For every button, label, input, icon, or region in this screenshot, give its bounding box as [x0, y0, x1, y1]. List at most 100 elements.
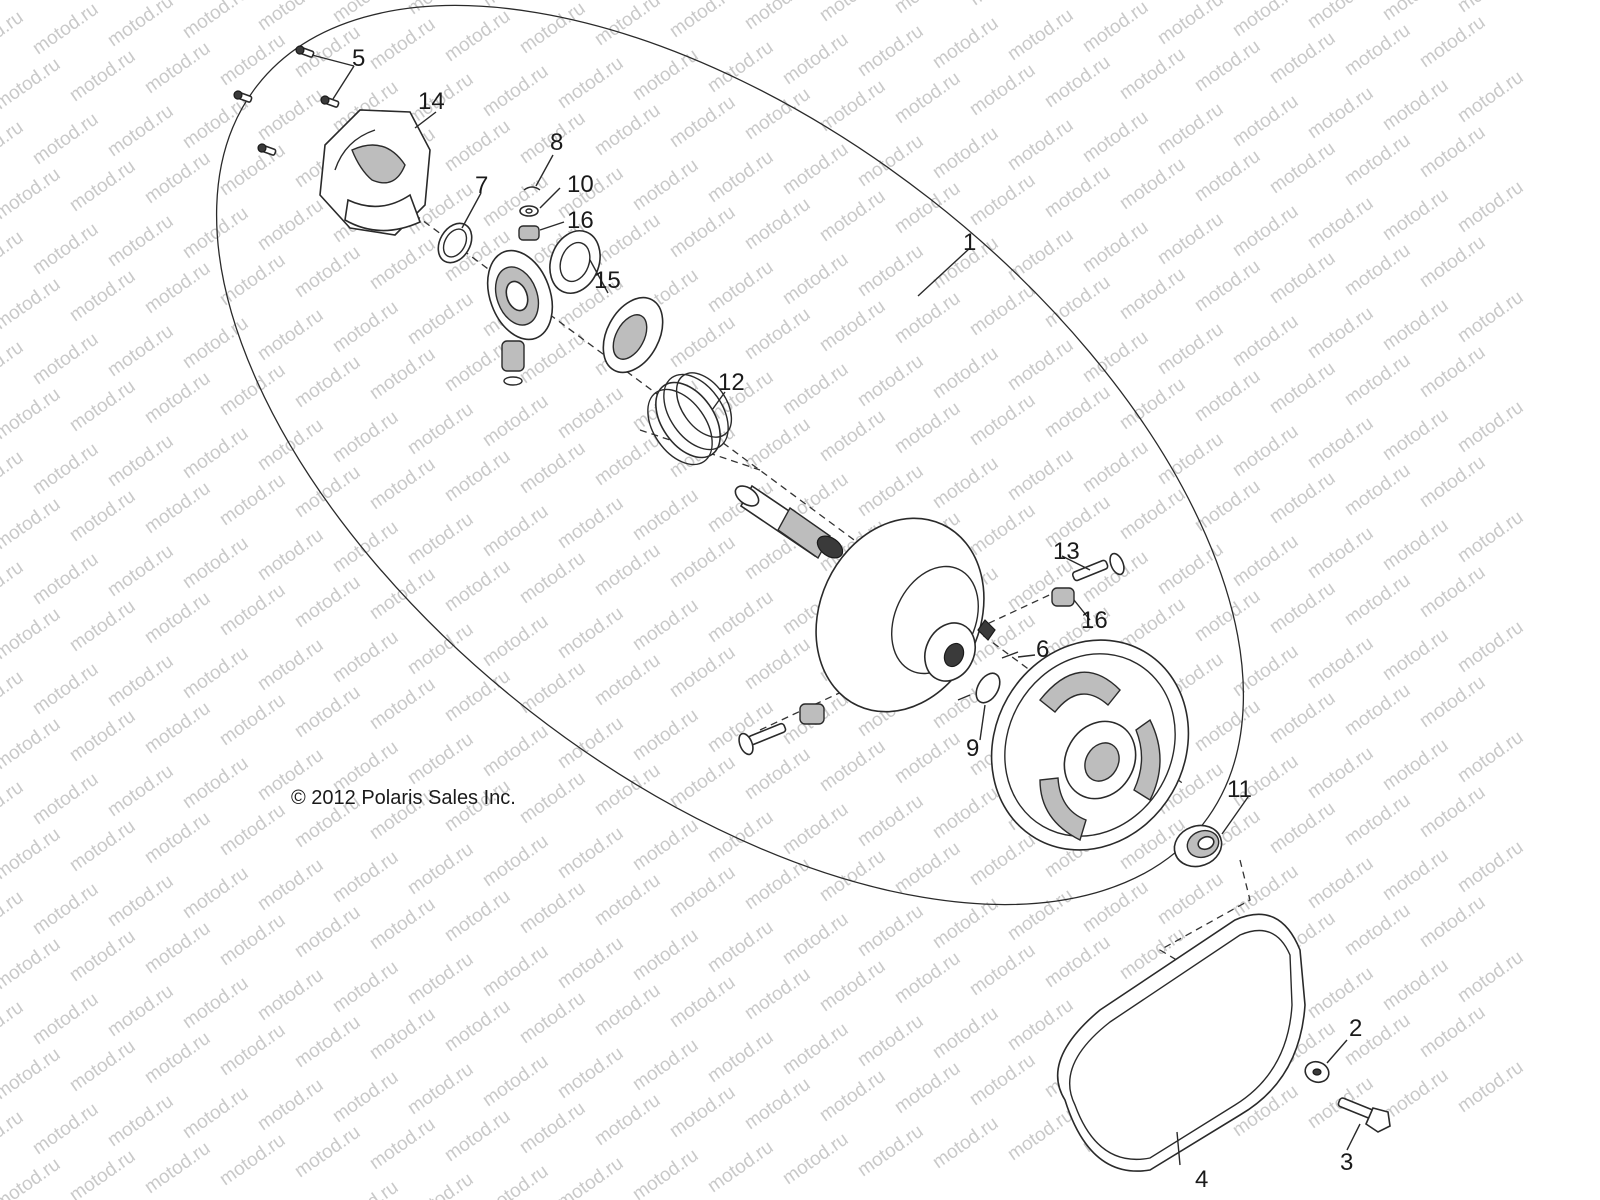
splined-shaft-part	[734, 484, 844, 560]
watermark-text: motod.ru	[1341, 240, 1414, 300]
watermark-text: motod.ru	[1304, 853, 1377, 913]
watermark-text: motod.ru	[141, 1138, 214, 1198]
watermark-text: motod.ru	[216, 910, 289, 970]
watermark-text: motod.ru	[854, 131, 927, 191]
watermark-text: motod.ru	[1191, 366, 1264, 426]
watermark-text: motod.ru	[704, 1027, 777, 1087]
watermark-text: motod.ru	[891, 948, 964, 1008]
watermark-text: motod.ru	[104, 321, 177, 381]
watermark-text: motod.ru	[1041, 272, 1114, 332]
watermark-text: motod.ru	[1191, 256, 1264, 316]
watermark-text: motod.ru	[1304, 523, 1377, 583]
watermark-text: motod.ru	[1229, 201, 1302, 261]
watermark-text: motod.ru	[1229, 91, 1302, 151]
callout-8: 8	[550, 129, 563, 156]
watermark-text: motod.ru	[179, 973, 252, 1033]
watermark-text: motod.ru	[966, 0, 1039, 10]
watermark-text: motod.ru	[291, 242, 364, 302]
watermark-text: motod.ru	[1379, 625, 1452, 685]
watermark-text: motod.ru	[366, 344, 439, 404]
watermark-text: motod.ru	[1154, 429, 1227, 489]
lower-roller-stack	[501, 340, 525, 386]
watermark-text: motod.ru	[66, 1036, 139, 1096]
watermark-text: motod.ru	[0, 384, 64, 444]
watermark-text: motod.ru	[66, 926, 139, 986]
watermark-text: motod.ru	[0, 274, 64, 334]
watermark-text: motod.ru	[1379, 295, 1452, 355]
watermark-text: motod.ru	[704, 1137, 777, 1197]
watermark-text: motod.ru	[1266, 578, 1339, 638]
watermark-text: motod.ru	[966, 940, 1039, 1000]
watermark-text: motod.ru	[629, 815, 702, 875]
tabbed-washer-part	[549, 230, 601, 294]
watermark-text: motod.ru	[1154, 539, 1227, 599]
watermark-text: motod.ru	[779, 1129, 852, 1189]
watermark-text: motod.ru	[516, 0, 589, 58]
watermark-text: motod.ru	[854, 21, 927, 81]
watermark-text: motod.ru	[404, 509, 477, 569]
watermark-text: motod.ru	[29, 109, 102, 169]
watermark-text: motod.ru	[66, 46, 139, 106]
watermark-text: motod.ru	[966, 170, 1039, 230]
watermark-text: motod.ru	[1379, 515, 1452, 575]
watermark-text: motod.ru	[141, 38, 214, 98]
watermark-text: motod.ru	[479, 1161, 552, 1200]
watermark-text: motod.ru	[329, 407, 402, 467]
watermark-text: motod.ru	[329, 517, 402, 577]
watermark-text: motod.ru	[1454, 177, 1527, 237]
watermark-text: motod.ru	[441, 556, 514, 616]
callout-4: 4	[1195, 1166, 1208, 1193]
watermark-text: motod.ru	[254, 525, 327, 585]
watermark-text: motod.ru	[216, 470, 289, 530]
watermark-text: motod.ru	[554, 493, 627, 553]
watermark-text: motod.ru	[929, 123, 1002, 183]
watermark-text: motod.ru	[1266, 688, 1339, 748]
watermark-text: motod.ru	[1266, 798, 1339, 858]
watermark-text: motod.ru	[1116, 264, 1189, 324]
watermark-text: motod.ru	[479, 831, 552, 891]
callout-16-upper: 16	[567, 207, 594, 234]
watermark-text: motod.ru	[141, 918, 214, 978]
snap-ring-part	[957, 672, 1001, 704]
watermark-text: motod.ru	[254, 305, 327, 365]
callout-5: 5	[352, 45, 365, 72]
watermark-text: motod.ru	[1416, 452, 1489, 512]
button-plate-part	[602, 296, 664, 374]
watermark-text: motod.ru	[104, 1091, 177, 1151]
watermark-text: motod.ru	[929, 893, 1002, 953]
watermark-text: motod.ru	[891, 68, 964, 128]
watermark-text: motod.ru	[0, 887, 27, 947]
watermark-text: motod.ru	[29, 549, 102, 609]
watermark-text: motod.ru	[0, 1044, 64, 1104]
watermark-text: motod.ru	[0, 667, 27, 727]
watermark-text: motod.ru	[441, 666, 514, 726]
watermark-text: motod.ru	[479, 611, 552, 671]
watermark-text: motod.ru	[741, 1074, 814, 1134]
watermark-text: motod.ru	[929, 1113, 1002, 1173]
watermark-text: motod.ru	[29, 989, 102, 1049]
watermark-text: motod.ru	[629, 705, 702, 765]
watermark-text: motod.ru	[216, 360, 289, 420]
watermark-text: motod.ru	[741, 194, 814, 254]
watermark-text: motod.ru	[1191, 146, 1264, 206]
watermark-text: motod.ru	[1004, 445, 1077, 505]
watermark-text: motod.ru	[1229, 421, 1302, 481]
watermark-text: motod.ru	[141, 808, 214, 868]
watermark-text: motod.ru	[516, 768, 589, 828]
watermark-text: motod.ru	[704, 257, 777, 317]
watermark-text: motod.ru	[666, 0, 739, 42]
watermark-text: motod.ru	[66, 706, 139, 766]
watermark-text: motod.ru	[0, 447, 27, 507]
watermark-text: motod.ru	[891, 0, 964, 18]
watermark-text: motod.ru	[179, 93, 252, 153]
watermark-text: motod.ru	[29, 879, 102, 939]
watermark-text: motod.ru	[29, 769, 102, 829]
watermark-text: motod.ru	[816, 406, 889, 466]
watermark-text: motod.ru	[404, 0, 477, 19]
watermark-text: motod.ru	[741, 0, 814, 34]
watermark-text: motod.ru	[179, 1083, 252, 1143]
watermark-text: motod.ru	[816, 956, 889, 1016]
watermark-text: motod.ru	[404, 1169, 477, 1200]
watermark-text: motod.ru	[1379, 75, 1452, 135]
watermark-text: motod.ru	[291, 682, 364, 742]
